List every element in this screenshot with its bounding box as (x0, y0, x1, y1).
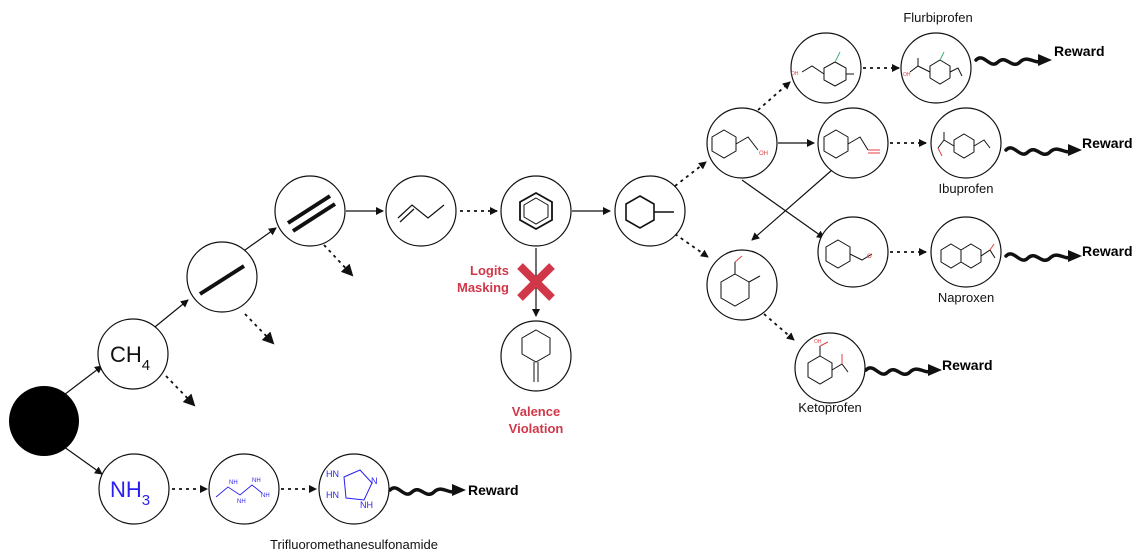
node-guanidine: NH NH NH NH (208, 453, 280, 525)
tetrazole-ring (343, 469, 373, 501)
node-tolualdehyde (706, 249, 778, 321)
root-node (9, 386, 79, 456)
label-ketoprofen: Ketoprofen (798, 400, 862, 415)
double-bond-a (286, 194, 332, 225)
squiggle-arrow-icon (388, 486, 458, 496)
flurbiprofen-ring (929, 59, 951, 85)
reward-arrow-tetrazole: Reward (388, 482, 519, 498)
guanidine-atom-nh-4: NH (261, 493, 270, 499)
phenylethanol-atom-oh: OH (759, 151, 768, 157)
reward-arrow-ibuprofen: Reward (1004, 135, 1133, 156)
node-fluoro-intermediate: OH (790, 32, 862, 104)
guanidine-atom-nh-3: NH (252, 478, 261, 484)
reward-label-flurbiprofen: Reward (1054, 43, 1105, 59)
guanidine-structure (215, 484, 263, 498)
butene-structure (397, 204, 445, 219)
naproxen-ring-b (960, 243, 982, 269)
logits-masking-label-line1: Logits (470, 263, 509, 278)
node-ch4: CH4 (97, 318, 169, 390)
node-ibuprofen (930, 107, 1002, 179)
valence-violation-label-line1: Valence (512, 404, 560, 419)
squiggle-arrow-icon (1004, 146, 1074, 156)
tetrazole-atom-hn-2: HN (326, 490, 339, 500)
reward-label-tetrazole: Reward (468, 482, 519, 498)
node-phenylethanol: OH (706, 107, 778, 179)
edge-aldehyde-tolualdehyde (751, 169, 833, 241)
reward-label-ibuprofen: Reward (1082, 135, 1133, 151)
tetrazole-atom-nh: NH (360, 500, 373, 510)
edge-root-ch4 (59, 365, 103, 399)
edge-ch4-branch (165, 375, 196, 407)
node-ethane (186, 241, 258, 313)
node-tetrazole: HN HN N NH (318, 453, 390, 525)
double-bond-b (291, 202, 337, 233)
label-trifluoromethanesulfonamide: Trifluoromethanesulfonamide (270, 537, 438, 552)
benzyl-ring (825, 239, 851, 269)
reward-arrow-naproxen: Reward (1004, 243, 1133, 262)
squiggle-arrow-icon (1004, 252, 1074, 262)
benzene-ring (519, 191, 553, 231)
guanidine-atom-nh-2: NH (237, 499, 246, 505)
node-aldehyde-intermediate (817, 107, 889, 179)
fluoro-atom-oh: OH (791, 71, 799, 77)
logits-masking-cross-icon (517, 263, 555, 301)
edge-ethane-branch (244, 313, 275, 345)
node-benzyl-ether: O (817, 216, 889, 288)
label-flurbiprofen: Flurbiprofen (903, 10, 972, 25)
ketoprofen-ring (807, 355, 833, 385)
edge-phenylethanol-fluoro (757, 81, 791, 111)
node-ethene (274, 175, 346, 247)
label-naproxen: Naproxen (938, 290, 994, 305)
nh3-formula: NH3 (110, 477, 150, 509)
node-ketoprofen: OH (794, 332, 866, 404)
edge-root-nh3 (59, 443, 103, 475)
edge-ch4-ethane (149, 299, 189, 332)
single-bond (198, 264, 246, 296)
edge-ethene-branch (323, 244, 354, 277)
reward-label-naproxen: Reward (1082, 243, 1133, 259)
node-benzene (500, 175, 572, 247)
node-naproxen (930, 216, 1002, 288)
edge-toluene-tolualdehyde (674, 233, 709, 258)
ibuprofen-ring (953, 133, 975, 159)
benzyl-atom-o: O (867, 254, 872, 260)
edge-phenylethanol-benzylether (741, 179, 825, 239)
node-toluene (614, 175, 686, 247)
fluoro-ring (823, 61, 847, 87)
tetrazole-atom-hn-1: HN (326, 469, 339, 479)
label-ibuprofen: Ibuprofen (939, 181, 994, 196)
tetrazole-atom-n: N (371, 476, 378, 486)
guanidine-atom-nh-1: NH (229, 480, 238, 486)
squiggle-arrow-icon (974, 56, 1044, 66)
ch4-formula: CH4 (110, 342, 150, 374)
violation-ring (521, 329, 551, 363)
aldehyde-ring (823, 129, 849, 159)
toluene-ring (625, 195, 655, 229)
phenylethanol-ring (711, 129, 737, 159)
reward-label-ketoprofen: Reward (942, 357, 993, 373)
squiggle-arrow-icon (864, 366, 934, 376)
edge-toluene-phenylethanol (674, 161, 707, 187)
edge-tolualdehyde-ketoprofen (763, 313, 795, 341)
node-valence-violation (500, 320, 572, 392)
reward-arrow-flurbiprofen: Reward (974, 43, 1105, 66)
reward-arrows: Reward Reward Reward Reward Reward (388, 43, 1133, 498)
node-nh3: NH3 (98, 453, 170, 525)
flurbiprofen-atom-oh: OH (903, 72, 911, 78)
edges (59, 64, 927, 493)
logits-masking-label-line2: Masking (457, 280, 509, 295)
ketoprofen-atom-oh: OH (814, 339, 822, 345)
reward-arrow-ketoprofen: Reward (864, 357, 993, 376)
node-flurbiprofen: OH (900, 32, 972, 104)
node-butene (385, 175, 457, 247)
valence-violation-label-line2: Violation (509, 421, 564, 436)
